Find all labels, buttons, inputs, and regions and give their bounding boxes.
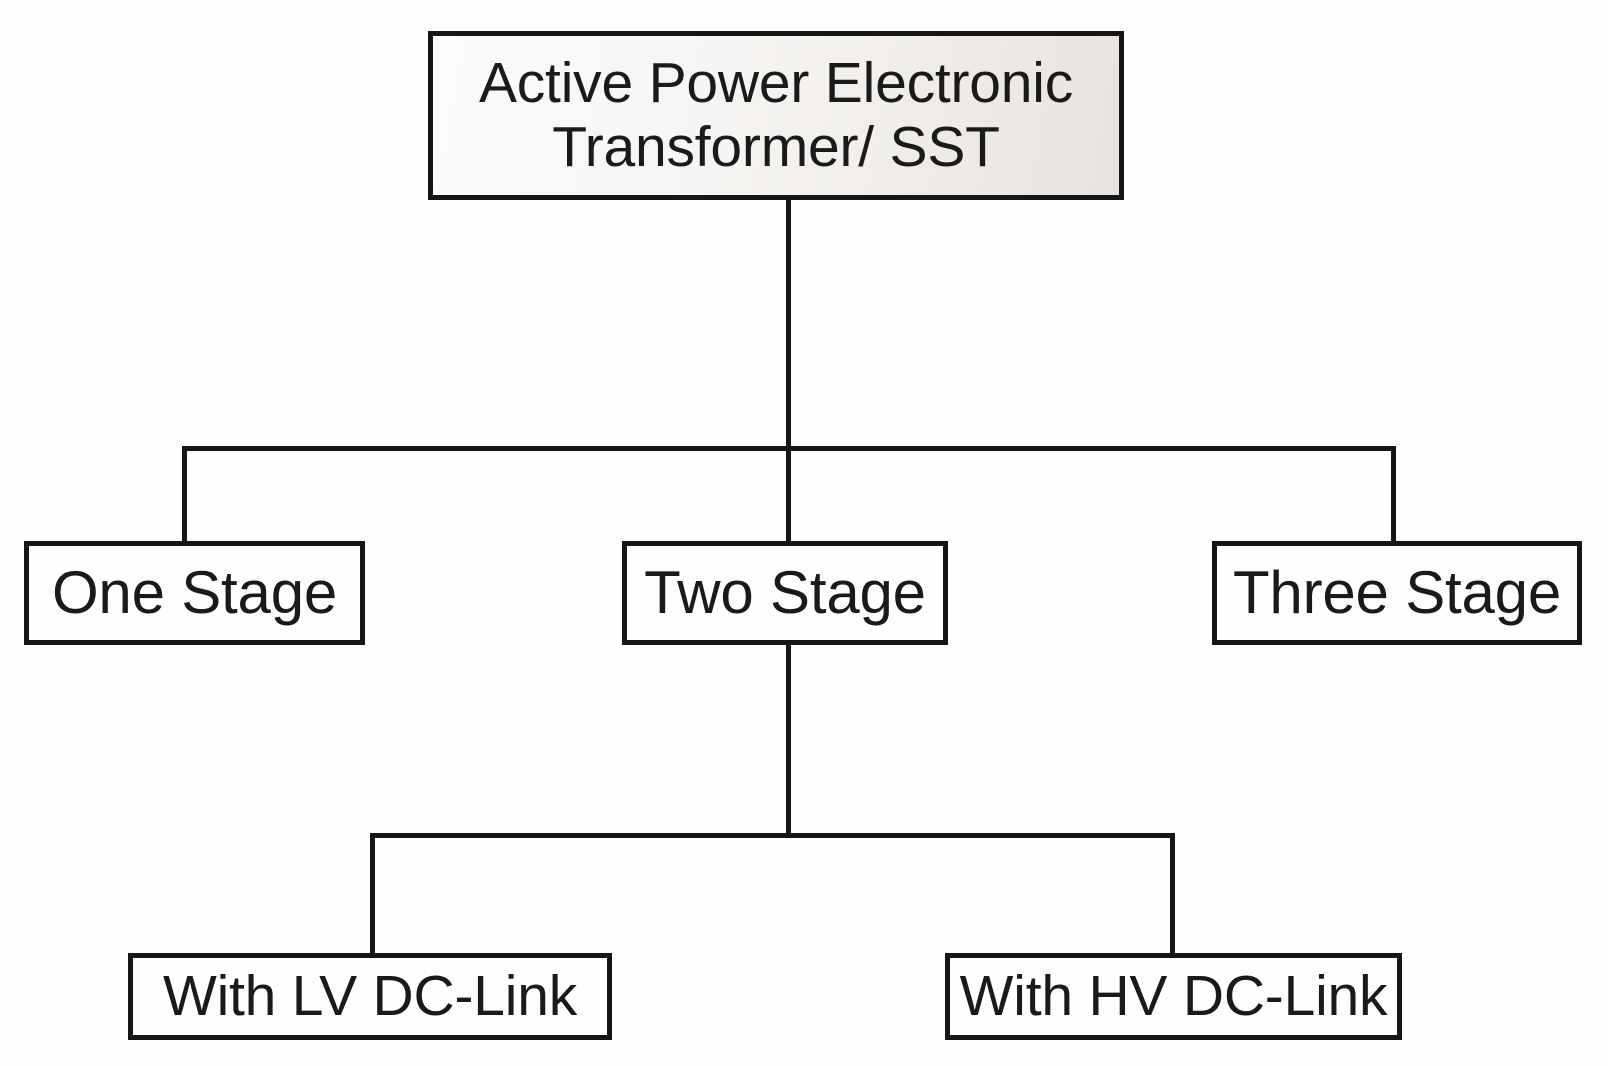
node-with-hv-dc-link[interactable]: With HV DC-Link	[945, 953, 1402, 1040]
node-with-hv-dc-link-label: With HV DC-Link	[959, 963, 1388, 1028]
connector-bus-to-three-stage	[1391, 446, 1396, 543]
connector-bus-to-lv-dc-link	[370, 833, 375, 955]
node-three-stage-label: Three Stage	[1232, 559, 1561, 627]
node-one-stage-label: One Stage	[51, 559, 338, 627]
node-active-power-electronic-transformer-sst[interactable]: Active Power Electronic Transformer/ SST	[428, 31, 1124, 200]
node-two-stage[interactable]: Two Stage	[622, 541, 948, 645]
connector-level2-horizontal-bus	[182, 446, 1396, 451]
node-with-lv-dc-link-label: With LV DC-Link	[162, 963, 578, 1028]
node-two-stage-label: Two Stage	[644, 559, 926, 627]
connector-two-stage-to-level3-bus	[786, 643, 791, 837]
connector-level3-horizontal-bus	[370, 833, 1175, 838]
node-with-lv-dc-link[interactable]: With LV DC-Link	[128, 953, 612, 1040]
connector-root-to-level2-bus	[786, 198, 791, 543]
node-one-stage[interactable]: One Stage	[24, 541, 365, 645]
node-root-label: Active Power Electronic Transformer/ SST	[478, 50, 1074, 179]
connector-bus-to-hv-dc-link	[1170, 833, 1175, 955]
node-three-stage[interactable]: Three Stage	[1212, 541, 1582, 645]
connector-bus-to-one-stage	[182, 446, 187, 543]
